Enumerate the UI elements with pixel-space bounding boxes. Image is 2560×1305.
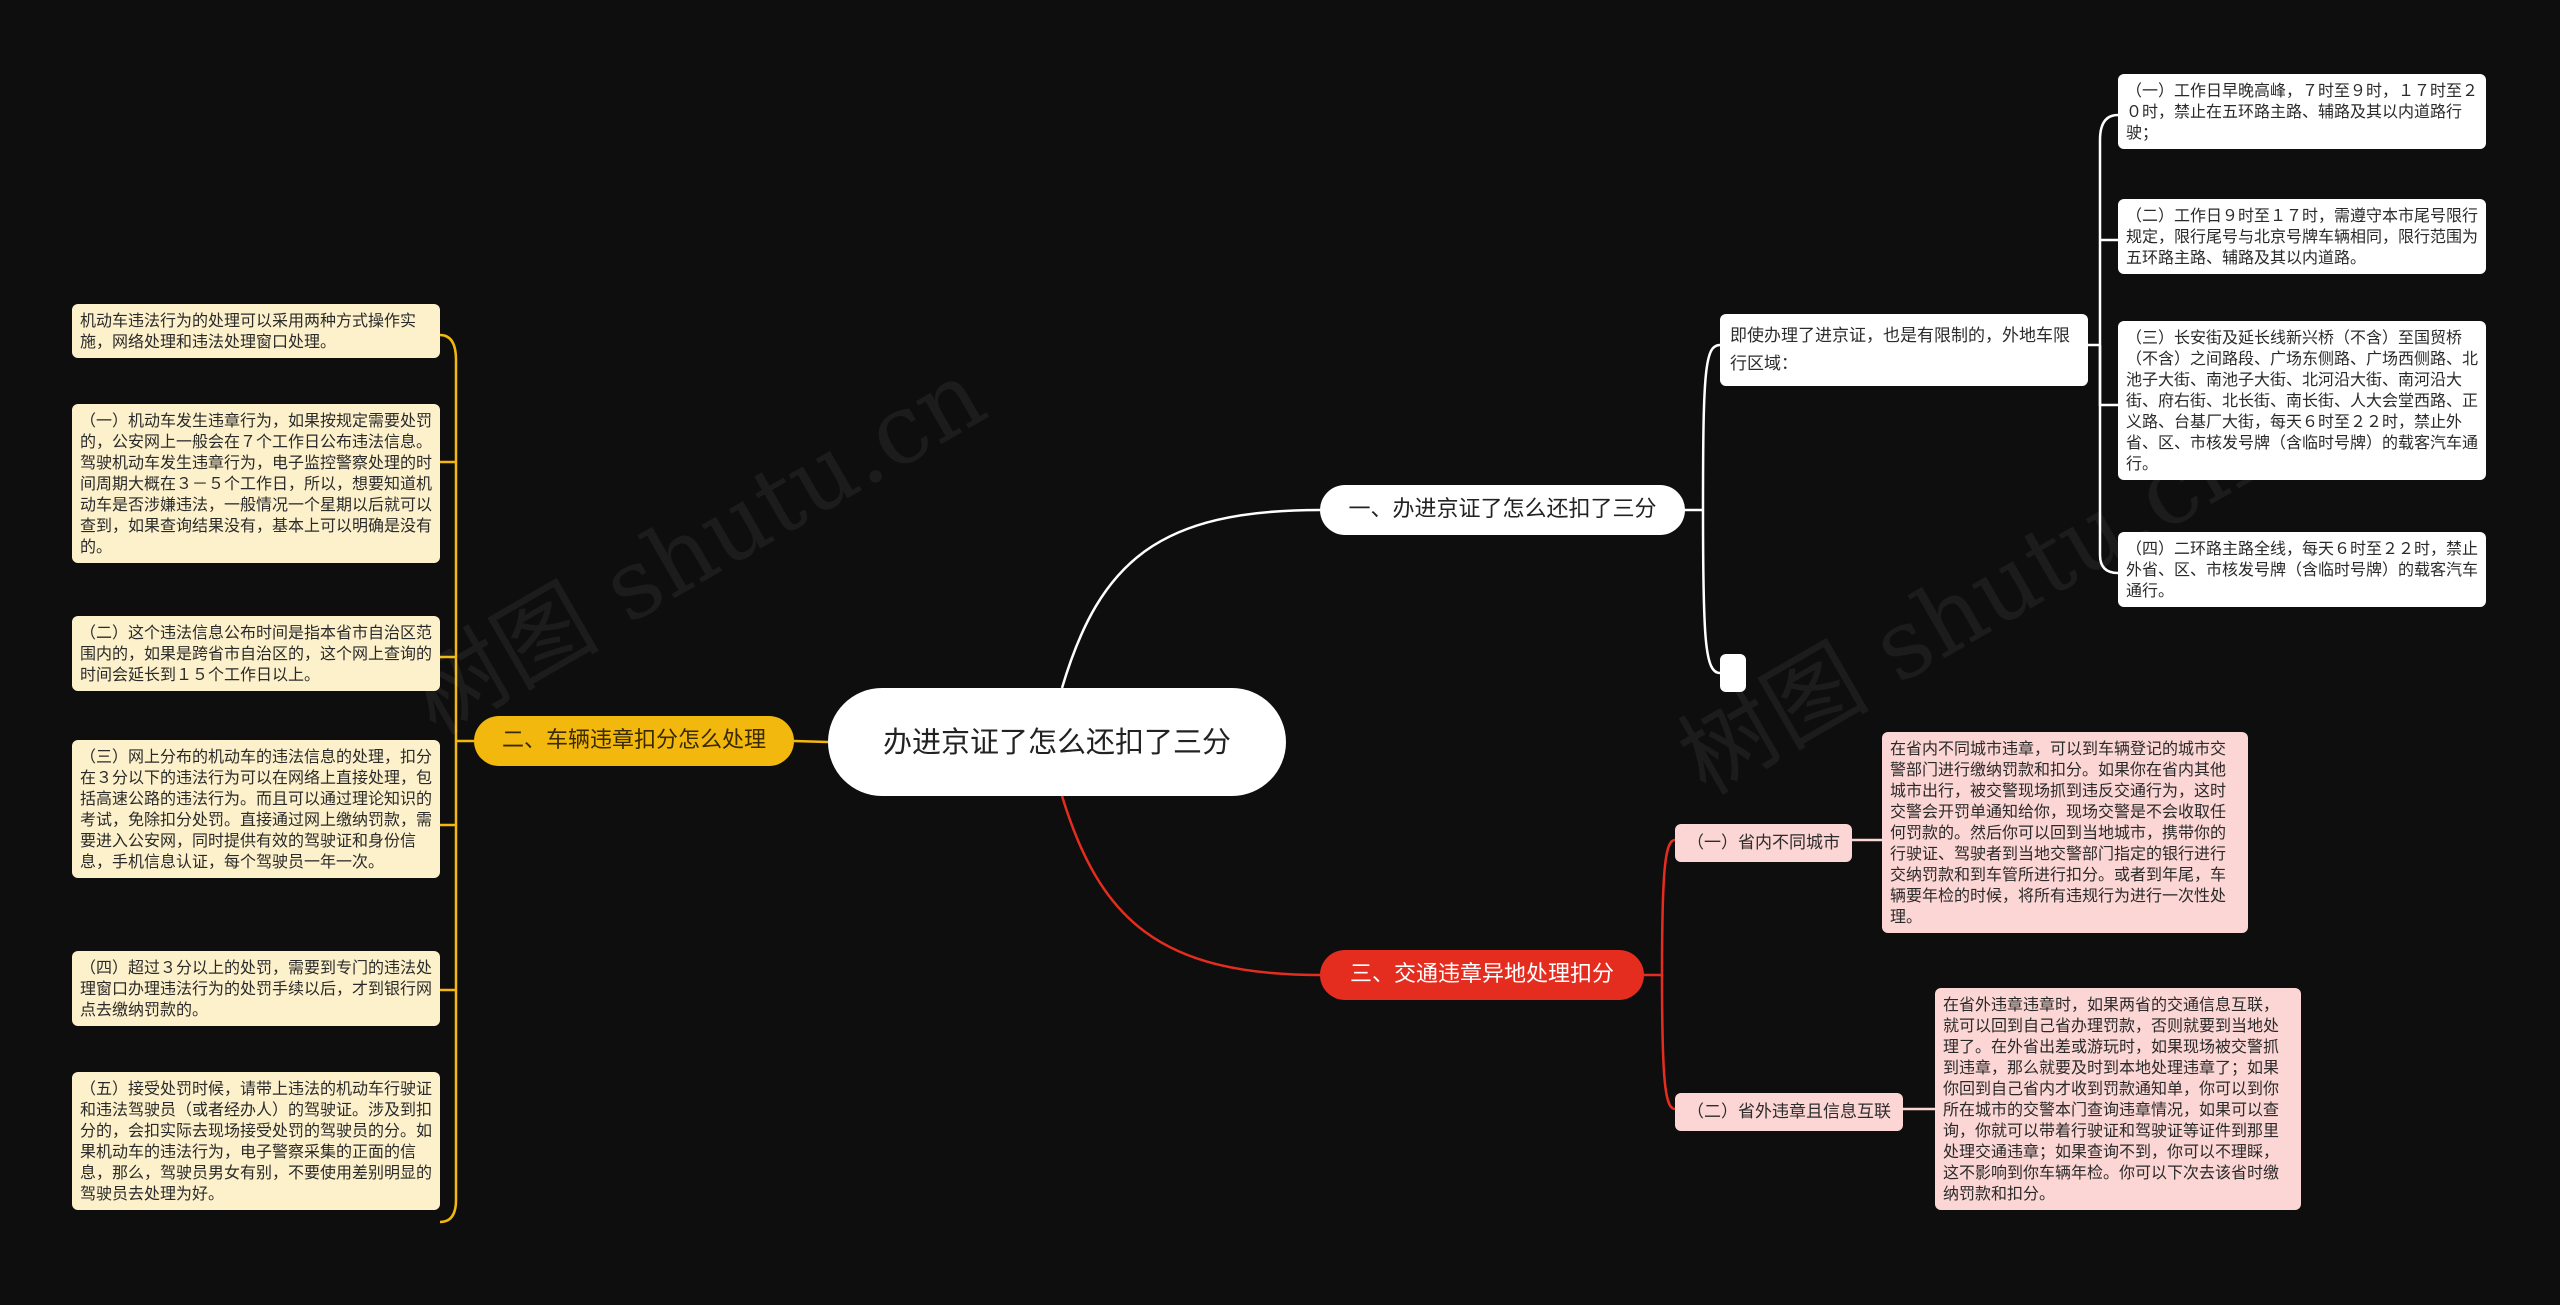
branch1-subtopic[interactable]: 即使办理了进京证，也是有限制的，外地车限行区域： — [1720, 314, 2088, 386]
branch1-leaf-2[interactable]: （二）工作日９时至１７时，需遵守本市尾号限行规定，限行尾号与北京号牌车辆相同，限… — [2118, 199, 2486, 274]
branch1-leaf-4[interactable]: （四）二环路主路全线，每天６时至２２时，禁止外省、区、市核发号牌（含临时号牌）的… — [2118, 532, 2486, 607]
branch3-leaf-1[interactable]: 在省内不同城市违章，可以到车辆登记的城市交警部门进行缴纳罚款和扣分。如果你在省内… — [1882, 732, 2248, 933]
root-topic[interactable]: 办进京证了怎么还扣了三分 — [828, 688, 1286, 796]
root-topic-label: 办进京证了怎么还扣了三分 — [882, 725, 1231, 759]
branch3-subtopic-2[interactable]: （二）省外违章且信息互联 — [1675, 1093, 1903, 1131]
branch2-topic[interactable]: 二、车辆违章扣分怎么处理 — [474, 716, 794, 766]
link-branch1-sub — [1701, 343, 1721, 511]
branch2-leaf-5[interactable]: （四）超过３分以上的处罚，需要到专门的违法处理窗口办理违法行为的处罚手续以后，才… — [72, 951, 440, 1026]
branch1-leaf-3[interactable]: （三）长安街及延长线新兴桥（不含）至国贸桥（不含）之间路段、广场东侧路、广场西侧… — [2118, 321, 2486, 480]
branch2-leaf-2[interactable]: （一）机动车发生违章行为，如果按规定需要处罚的，公安网上一般会在７个工作日公布违… — [72, 404, 440, 563]
branch2-leaf-1[interactable]: 机动车违法行为的处理可以采用两种方式操作实施，网络处理和违法处理窗口处理。 — [72, 304, 440, 358]
branch3-topic[interactable]: 三、交通违章异地处理扣分 — [1320, 950, 1644, 1000]
branch3-leaf-2[interactable]: 在省外违章违章时，如果两省的交通信息互联，就可以回到自己省办理罚款，否则就要到当… — [1935, 988, 2301, 1210]
link-root-branch2 — [793, 739, 829, 744]
link-branch3-sub2 — [1660, 974, 1676, 1111]
branch2-leaf-3[interactable]: （二）这个违法信息公布时间是指本省市自治区范围内的，如果是跨省市自治区的，这个网… — [72, 616, 440, 691]
link-branch3-sub1 — [1660, 838, 1676, 976]
link-branch1-sub-empty — [1701, 509, 1721, 675]
link-sub-leaf1 — [2098, 113, 2119, 345]
branch2-leaf-4[interactable]: （三）网上分布的机动车的违法信息的处理，扣分在３分以下的违法行为可以在网络上直接… — [72, 740, 440, 878]
branch1-topic[interactable]: 一、办进京证了怎么还扣了三分 — [1320, 485, 1685, 535]
branch1-empty-subtopic[interactable] — [1720, 654, 1746, 692]
branch3-subtopic-1[interactable]: （一）省内不同城市 — [1675, 824, 1852, 862]
branch1-leaf-1[interactable]: （一）工作日早晚高峰，７时至９时，１７时至２０时，禁止在五环路主路、辅路及其以内… — [2118, 74, 2486, 149]
link-branch2-leaves — [439, 333, 458, 1224]
branch2-leaf-6[interactable]: （五）接受处罚时候，请带上违法的机动车行驶证和违法驾驶员（或者经办人）的驾驶证。… — [72, 1072, 440, 1210]
link-sub-leaf4 — [2098, 345, 2119, 575]
link-root-branch3 — [1060, 795, 1321, 977]
link-root-branch1 — [1060, 508, 1321, 689]
link-sub-leaf3 — [2098, 345, 2118, 407]
